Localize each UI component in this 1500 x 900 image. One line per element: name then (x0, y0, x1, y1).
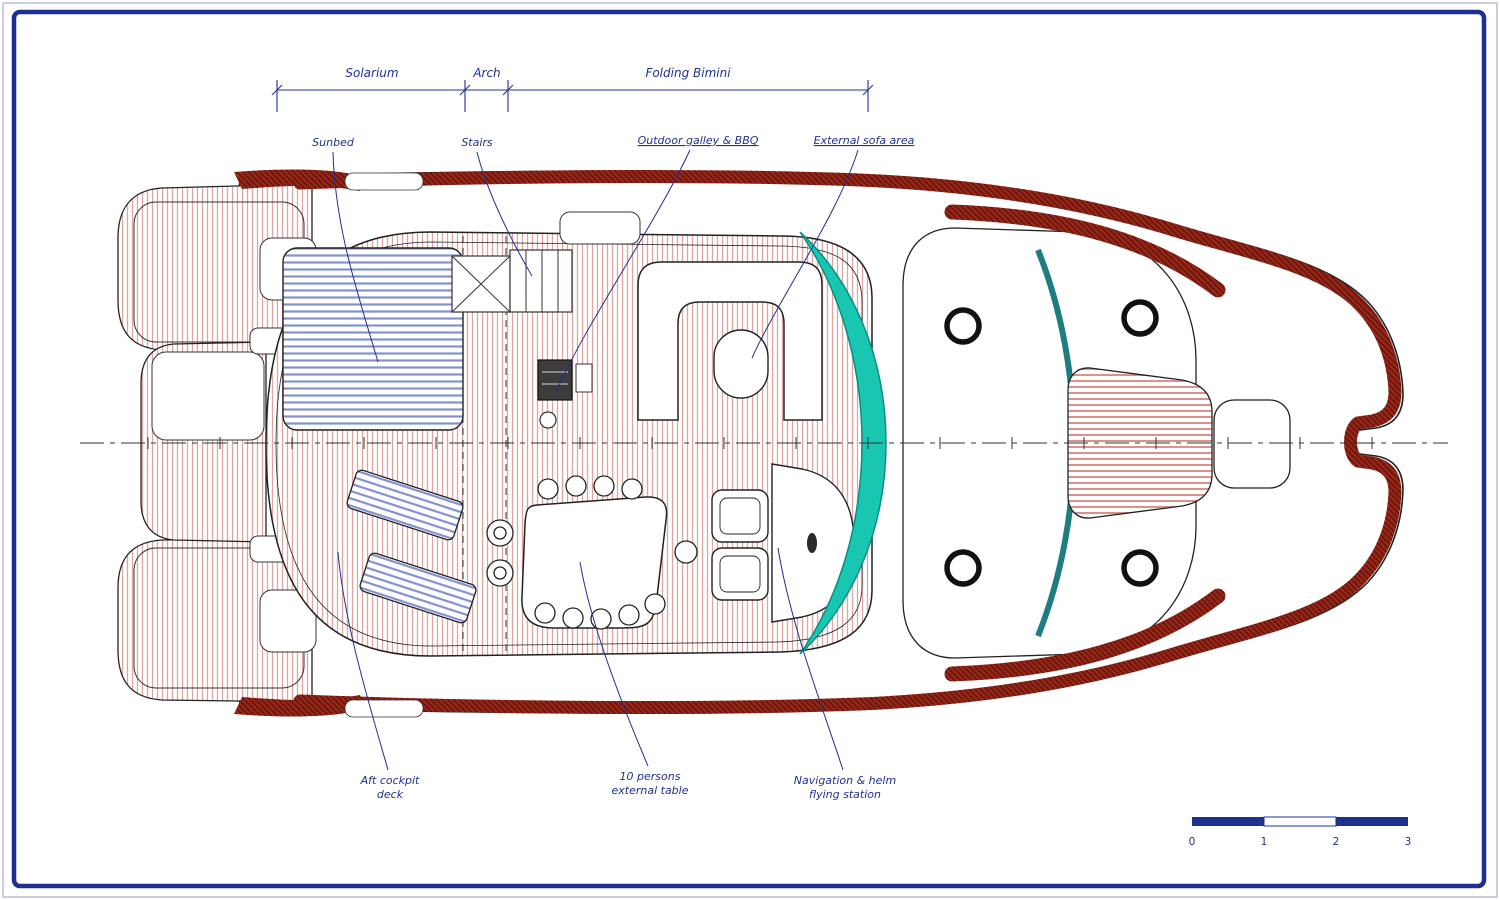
port-stern-pontoon (117, 183, 313, 353)
border-frame (11, 9, 1487, 889)
dim-label-folding-bimini: Folding Bimini (645, 66, 731, 80)
scale-tick-2: 2 (1333, 836, 1340, 848)
windshield (799, 231, 887, 655)
callout-label-sunbed: Sunbed (312, 136, 355, 149)
galley-bbq (537, 359, 593, 429)
callout-sunbed: Sunbed (312, 136, 379, 363)
gunwale-step-bottom (344, 699, 424, 718)
bulwark-band (293, 169, 1402, 715)
callout-label-sofa: External sofa area (814, 134, 915, 147)
callout-external-table: 10 persons external table (579, 561, 689, 797)
deck-hatches (944, 299, 1159, 587)
flybridge (265, 211, 887, 657)
dim-label-solarium: Solarium (345, 66, 398, 80)
stairs-shape (451, 211, 641, 313)
sofa-coffee-table (713, 329, 769, 399)
callout-galley: Outdoor galley & BBQ (555, 134, 759, 393)
external-sofa (637, 261, 823, 421)
callout-label-table-2: external table (611, 784, 688, 797)
callout-label-galley: Outdoor galley & BBQ (638, 134, 759, 147)
callout-label-helm-1: Navigation & helm (794, 774, 896, 787)
helm-wheel (807, 533, 817, 553)
station-ticks (147, 437, 1373, 449)
deck-hatch (1121, 299, 1159, 337)
starboard-stern-pontoon (117, 537, 313, 703)
anchor-locker (1213, 399, 1291, 489)
starboard-pontoon-step (259, 589, 317, 653)
foredeck (902, 204, 1291, 682)
lounge-chairs (346, 469, 477, 624)
stools (486, 475, 698, 630)
callout-label-helm-2: flying station (809, 788, 881, 801)
dimension-lines (271, 80, 874, 112)
deck-hatch (1121, 549, 1159, 587)
centerline (80, 437, 1448, 449)
deck-hatch (944, 549, 982, 587)
callout-helm: Navigation & helm flying station (777, 547, 896, 801)
sidedeck-bulwark-top (944, 204, 1226, 298)
stern-bulwark-wedge-top (234, 169, 364, 191)
dining-table (521, 496, 668, 629)
callout-aft-cockpit: Aft cockpit deck (337, 551, 420, 801)
deck-hatch (944, 307, 982, 345)
callout-label-table-1: 10 persons (620, 770, 681, 783)
scale-tick-0: 0 (1189, 836, 1196, 848)
callout-label-aft-cockpit-2: deck (377, 788, 404, 801)
sunbed (282, 247, 464, 431)
scale-bar: 0 1 2 3 (1189, 816, 1412, 848)
callout-stairs: Stairs (461, 136, 533, 277)
scale-tick-1: 1 (1261, 836, 1268, 848)
callout-label-aft-cockpit-1: Aft cockpit (360, 774, 420, 787)
scale-tick-3: 3 (1405, 836, 1412, 848)
dim-label-arch: Arch (472, 66, 500, 80)
sidedeck-bulwark-bottom (944, 588, 1226, 682)
stern-bulwark-wedge-bottom (234, 695, 364, 717)
callout-sofa: External sofa area (751, 134, 915, 359)
callout-label-stairs: Stairs (461, 136, 493, 149)
gunwale-step-top (344, 172, 424, 191)
stern-platform-seat (151, 351, 265, 441)
